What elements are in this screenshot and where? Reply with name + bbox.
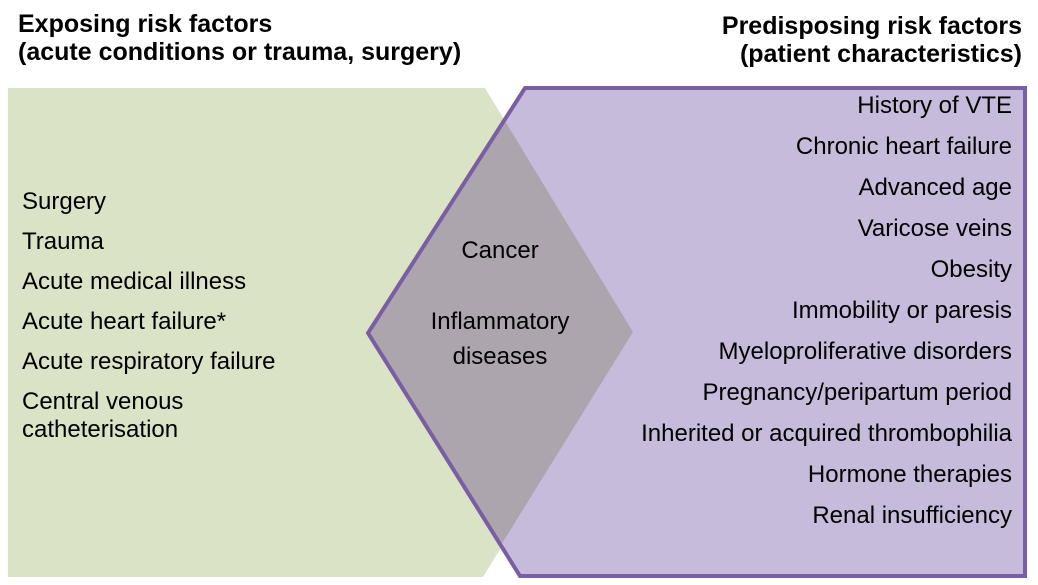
predisposing-header: Predisposing risk factors (patient chara… — [722, 12, 1022, 68]
list-item: Hormone therapies — [807, 461, 1012, 488]
list-item: Inflammatory diseases — [430, 308, 570, 370]
list-item: Acute respiratory failure — [22, 348, 276, 375]
predisposing-header-line2: (patient characteristics) — [739, 40, 1022, 68]
list-item: Varicose veins — [857, 215, 1012, 242]
list-item: History of VTE — [857, 92, 1012, 119]
list-item: Obesity — [930, 256, 1012, 283]
list-item: Myeloproliferative disorders — [718, 338, 1012, 365]
list-item: Surgery — [22, 188, 107, 215]
list-item: Pregnancy/peripartum period — [702, 379, 1012, 406]
list-item: Acute heart failure* — [22, 308, 227, 335]
list-item: Cancer — [461, 237, 539, 264]
list-item: Chronic heart failure — [795, 133, 1012, 160]
predisposing-border — [365, 86, 1027, 578]
exposing-header-line1: Exposing risk factors — [18, 10, 273, 38]
list-item: Inherited or acquired thrombophilia — [641, 420, 1012, 447]
list-item: Central venous catheterisation — [22, 388, 184, 443]
list-item: Acute medical illness — [22, 268, 247, 295]
list-item: Immobility or paresis — [791, 297, 1012, 324]
list-item: Advanced age — [858, 174, 1012, 201]
predisposing-header-line1: Predisposing risk factors — [721, 12, 1022, 40]
overlap-shape — [368, 121, 633, 545]
exposing-header: Exposing risk factors (acute conditions … — [18, 10, 461, 66]
list-item: Trauma — [22, 228, 104, 255]
exposing-header-line2: (acute conditions or trauma, surgery) — [18, 38, 462, 66]
list-item: Renal insufficiency — [812, 502, 1012, 529]
